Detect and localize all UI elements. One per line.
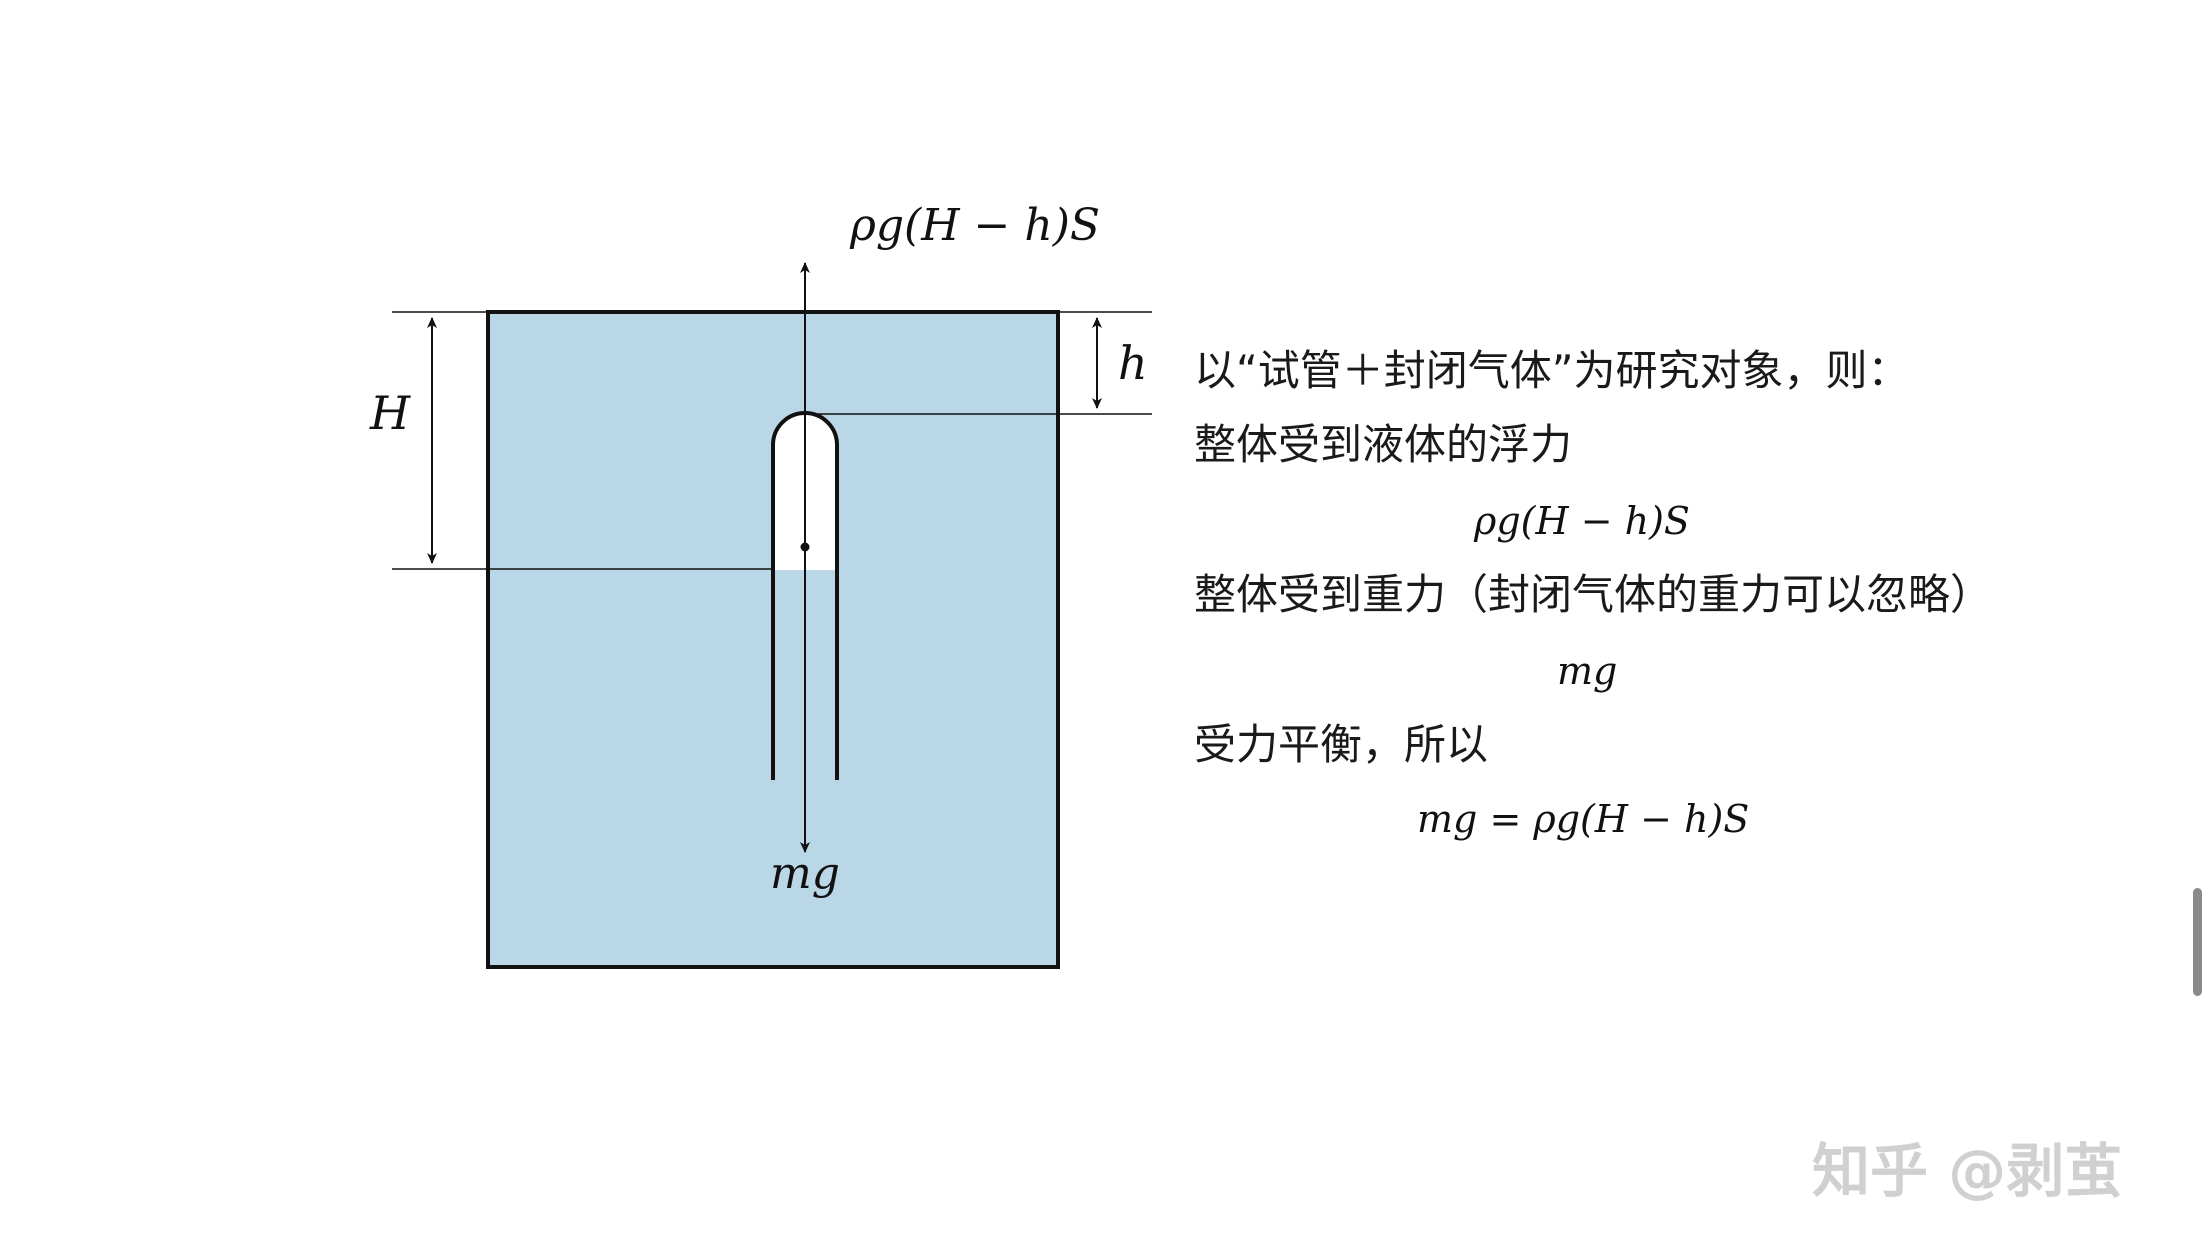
explanation-line-4: 受力平衡，所以 [1194, 720, 1489, 769]
watermark-text: 知乎 @剥茧 [1812, 1137, 2123, 1205]
buoyancy-force-label: ρg(H − h)S [850, 200, 1101, 251]
height-H-label: H [370, 386, 411, 440]
weight-force-label: mg [770, 848, 840, 899]
height-h-label: h [1118, 336, 1148, 390]
explanation-line-2: 整体受到液体的浮力 [1194, 420, 1573, 469]
scrollbar-handle[interactable] [2193, 888, 2202, 996]
equation-balance: mg = ρg(H − h)S [1417, 797, 1750, 841]
equation-buoyancy: ρg(H − h)S [1474, 499, 1690, 543]
equation-weight: mg [1557, 649, 1618, 693]
explanation-line-1: 以“试管＋封闭气体”为研究对象，则： [1194, 346, 1910, 395]
explanation-line-3: 整体受到重力（封闭气体的重力可以忽略） [1194, 570, 1993, 619]
